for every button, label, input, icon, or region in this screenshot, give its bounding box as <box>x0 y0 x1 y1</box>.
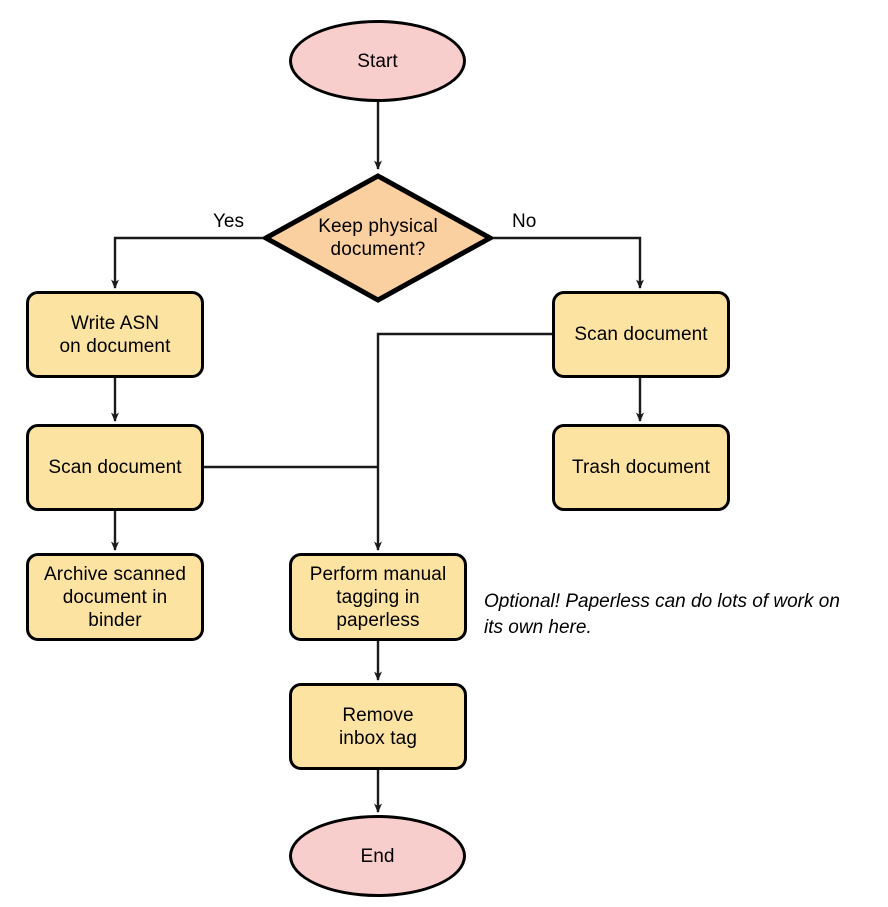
node-scan-document-right-label: Scan document <box>574 324 708 345</box>
node-write-asn[interactable]: Write ASN on document <box>26 291 204 378</box>
node-decision-label: Keep physical document? <box>318 216 438 260</box>
edge-scan-right-to-tagging <box>374 332 552 551</box>
node-end-label: End <box>360 845 395 867</box>
node-archive-scanned-document[interactable]: Archive scanned document in binder <box>26 553 204 641</box>
edge-label-no: No <box>509 211 540 233</box>
node-scan-document-left-label: Scan document <box>48 457 182 478</box>
node-remove-inbox-tag[interactable]: Remove inbox tag <box>289 683 467 770</box>
node-scan-document-left[interactable]: Scan document <box>26 424 204 511</box>
node-perform-manual-tagging[interactable]: Perform manual tagging in paperless <box>289 553 467 641</box>
node-start-label: Start <box>357 50 398 72</box>
edge-decision-yes-to-write-asn <box>111 236 263 289</box>
node-archive-scanned-document-label: Archive scanned document in binder <box>44 563 186 631</box>
node-scan-document-right[interactable]: Scan document <box>552 291 730 378</box>
node-start[interactable]: Start <box>289 20 466 102</box>
annotation-optional-note: Optional! Paperless can do lots of work … <box>484 591 840 638</box>
node-perform-manual-tagging-label: Perform manual tagging in paperless <box>309 563 447 631</box>
node-write-asn-label: Write ASN on document <box>59 312 171 357</box>
node-trash-document[interactable]: Trash document <box>552 424 730 511</box>
diamond-shape <box>263 173 493 303</box>
edge-label-yes: Yes <box>210 211 247 233</box>
edge-decision-no-to-scan-right <box>493 236 644 289</box>
node-decision-keep-physical-document[interactable]: Keep physical document? <box>263 173 493 303</box>
node-end[interactable]: End <box>289 815 466 897</box>
node-remove-inbox-tag-label: Remove inbox tag <box>338 704 417 749</box>
node-trash-document-label: Trash document <box>572 457 710 478</box>
